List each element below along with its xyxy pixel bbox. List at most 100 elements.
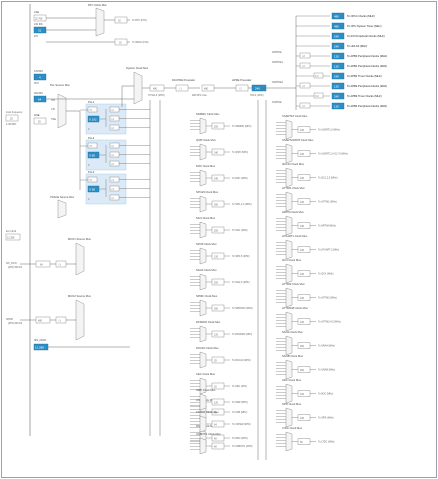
mux-shape[interactable] [199, 351, 207, 369]
spdif-label: SPDIF [6, 318, 14, 321]
apb-prescaler-select[interactable] [299, 52, 311, 59]
pll1-divr: / 2 [111, 127, 114, 130]
hse-input-freq-field[interactable] [5, 114, 19, 122]
mco1-mux-shape[interactable] [75, 242, 85, 276]
mux-value-box [211, 252, 225, 260]
pll-source-mux-shape[interactable] [57, 93, 67, 129]
output-label: To APB1 Timer Clocks (MHz) [347, 74, 382, 78]
cpu-clk-value: 480 [204, 87, 209, 90]
mux-shape[interactable] [285, 287, 293, 308]
ext-clock-field[interactable] [5, 233, 21, 241]
d1cpre-select[interactable] [175, 84, 189, 92]
mux-value: 240 [300, 225, 305, 228]
mux-shape[interactable] [285, 263, 293, 284]
mux-value-box [211, 304, 225, 312]
sysclk-mux-shape[interactable] [133, 71, 143, 105]
rtc-mux-shape[interactable] [95, 7, 105, 37]
mux-shape[interactable] [199, 117, 207, 135]
mux-label: SPI45 Clock Mux [196, 242, 217, 246]
mux-value-box [297, 222, 311, 229]
trace-mux-shape[interactable] [57, 199, 67, 219]
timer-multiplier-value: X 2 [315, 75, 319, 78]
mux-shape[interactable] [199, 143, 207, 161]
apb-prescaler-select[interactable] [299, 62, 311, 69]
mux-label: SPI123 Clock Mux [196, 190, 219, 194]
mux-shape[interactable] [285, 143, 293, 164]
mux-shape[interactable] [285, 431, 293, 452]
mux-output-label: To SPI1,2,3 (MHz) [232, 203, 252, 206]
pll3-divm-select[interactable] [87, 176, 98, 183]
pll-src-csi: CSI [51, 108, 55, 111]
pll2-divm-select[interactable] [87, 142, 98, 149]
mux-shape[interactable] [285, 407, 293, 428]
d1cpre-value: / 1 [179, 87, 182, 90]
mco2-div-select[interactable] [55, 316, 67, 324]
mux-shape[interactable] [285, 311, 293, 332]
mux-shape[interactable] [199, 247, 207, 265]
pll1-divm-select[interactable] [87, 106, 98, 113]
mux-shape[interactable] [199, 273, 207, 291]
output-value: 480 [334, 24, 339, 28]
output-value: 240 [334, 44, 339, 48]
iwdg-value: 32 [119, 41, 122, 44]
mux-shape[interactable] [199, 195, 207, 213]
mux-value: 200 [214, 203, 219, 206]
mux-shape[interactable] [285, 383, 293, 404]
mux-shape[interactable] [199, 377, 207, 395]
mux-shape[interactable] [285, 239, 293, 260]
output-label: To AXI Peripheral Clocks (MHz) [347, 34, 385, 38]
apb-prescaler-select[interactable] [299, 102, 311, 109]
mux-shape[interactable] [199, 393, 207, 411]
mux-value-box [211, 200, 225, 208]
output-value: 240 [334, 74, 339, 78]
mux-value-box [211, 122, 225, 130]
mux-label: QSPI Clock Mux [196, 138, 216, 142]
mux-shape[interactable] [285, 215, 293, 236]
hse-input: Input frequency 25 4-48 MHz HSE 25 [5, 111, 47, 126]
mux-shape[interactable] [199, 221, 207, 239]
mux-shape[interactable] [199, 437, 207, 455]
mux-shape[interactable] [199, 169, 207, 187]
mux-shape[interactable] [199, 325, 207, 343]
output-row: X 2 240 To APB1 Timer Clocks (MHz) [296, 72, 382, 80]
mux-shape[interactable] [285, 335, 293, 356]
mux-output-label: To FMC (MHz) [232, 177, 248, 180]
mux-shape[interactable] [199, 299, 207, 317]
pll-src-hsi: HSI [51, 99, 55, 102]
mco1-div-select[interactable] [55, 260, 67, 268]
mux-value-box [211, 174, 225, 182]
pll2-divp: / 2 [111, 145, 114, 148]
mux-shape[interactable] [285, 191, 293, 212]
pll1-divq: / 4 [111, 118, 114, 121]
mux-shape[interactable] [285, 119, 293, 140]
mux-value: 120 [300, 153, 305, 156]
mux-value-box [211, 278, 225, 286]
mux-shape[interactable] [285, 167, 293, 188]
lse-value: 32.768 [35, 17, 43, 20]
apb-prescaler-select[interactable] [299, 82, 311, 89]
mux-shape[interactable] [285, 359, 293, 380]
mux-output-label: To USART1,6 (MHz) [318, 129, 340, 132]
output-value: 120 [334, 64, 339, 68]
hpre-select[interactable] [235, 84, 249, 92]
ext-clock-input: Ext Clock 12.288 [5, 230, 21, 241]
mux-label: LPTIM1 Clock Mux [282, 186, 305, 190]
iwdg-output-label: To IWDG (KHz) [132, 41, 149, 44]
mco1-value-box [35, 260, 51, 268]
mux-value: 120 [300, 129, 305, 132]
mco2-mux-shape[interactable] [75, 299, 85, 341]
mux-shape[interactable] [199, 415, 207, 433]
mux-value: 120 [300, 249, 305, 252]
pll1-divp: / 2 [111, 109, 114, 112]
pll-src-hse: HSE [51, 118, 56, 121]
